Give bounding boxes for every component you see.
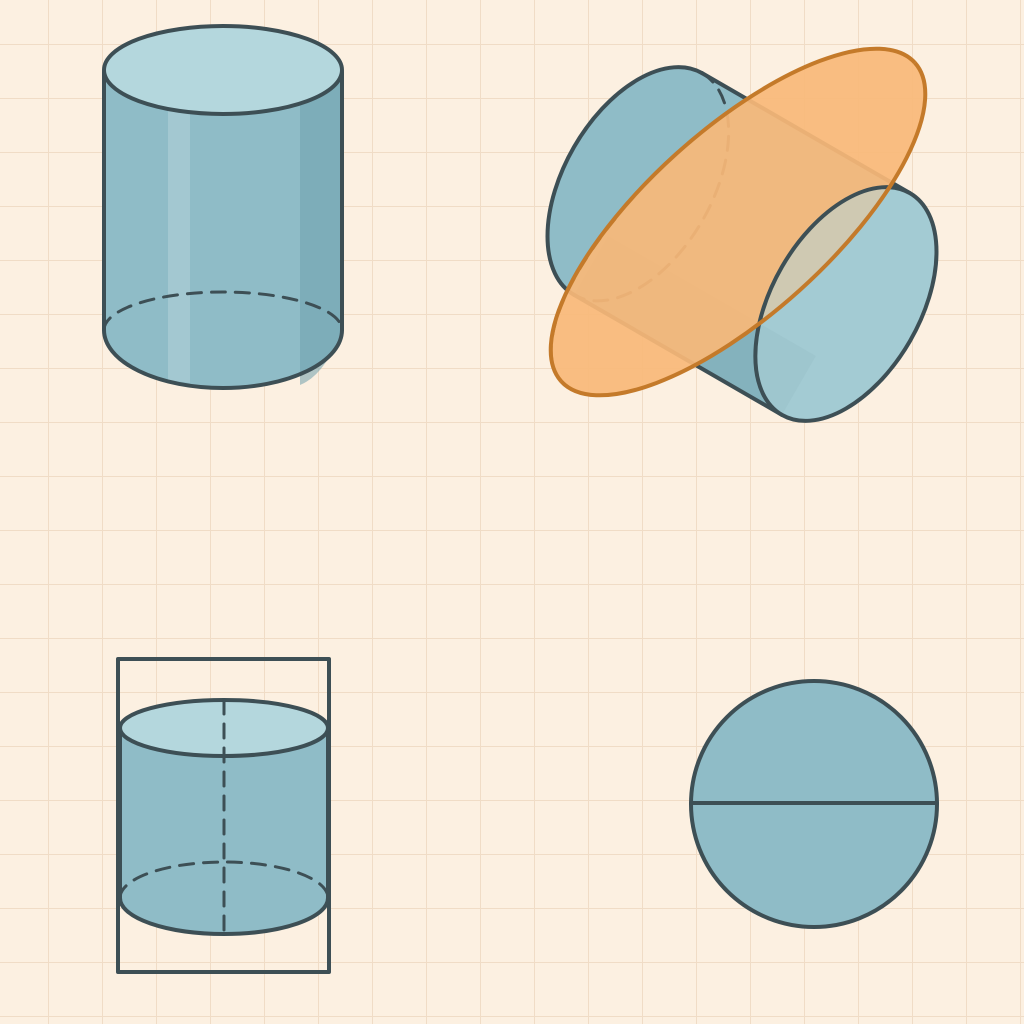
cylinder-top-view-circle — [689, 679, 939, 929]
cylinder-side-surface — [104, 72, 342, 388]
far-end-visible-edge — [545, 65, 705, 297]
cylinder-front-view-in-rectangle — [116, 657, 331, 974]
near-end-face — [753, 185, 939, 423]
cylinder-shade — [300, 72, 342, 385]
front-view-bottom-edge — [118, 896, 330, 936]
oblique-cross-section — [550, 48, 926, 396]
far-end-hidden-edge — [572, 71, 731, 303]
section-visible-edge — [559, 61, 928, 398]
tilted-cylinder-with-oblique-section — [545, 46, 939, 423]
cylinder-highlight — [168, 95, 190, 383]
section-hidden-edge — [549, 210, 623, 383]
bottom-ellipse-hidden-edge — [102, 290, 344, 332]
cylinder-top-face — [102, 24, 344, 116]
bottom-ellipse-visible-edge — [102, 328, 344, 390]
upright-cylinder — [102, 24, 344, 390]
